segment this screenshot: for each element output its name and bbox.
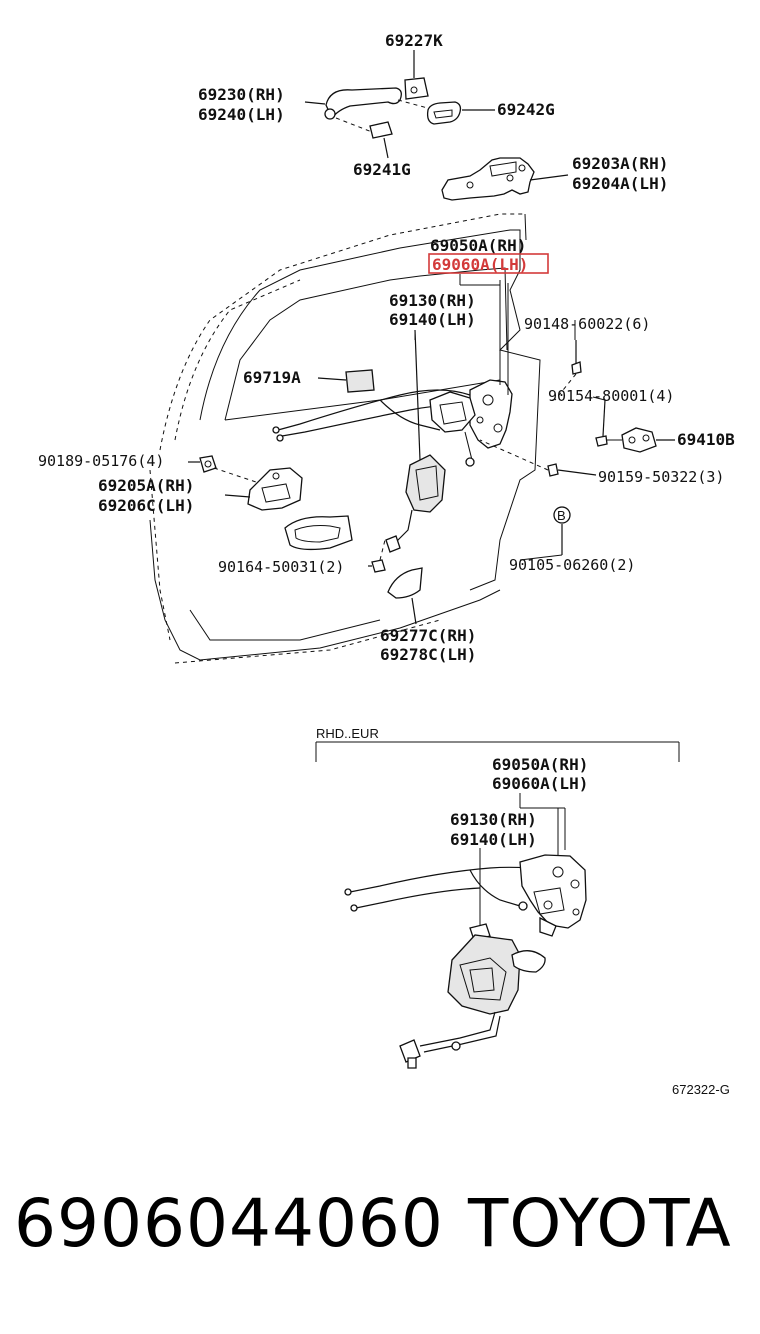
- label-69205A: 69205A(RH): [98, 476, 194, 495]
- part-labels: 69227K 69230(RH) 69240(LH) 69242G 69241G…: [38, 31, 735, 664]
- weather-plate-part: [317, 369, 375, 393]
- handle-cover-part: [387, 567, 423, 625]
- label-69050A: 69050A(RH): [430, 236, 526, 255]
- label-69227K: 69227K: [385, 31, 443, 50]
- label-69410B: 69410B: [677, 430, 735, 449]
- highlight-box: [428, 253, 549, 274]
- label-69130: 69130(RH): [389, 291, 476, 310]
- label-69278C: 69278C(LH): [380, 645, 476, 664]
- label-69204A: 69204A(LH): [572, 174, 668, 193]
- inset-label-69140: 69140(LH): [450, 830, 537, 849]
- inset-label-69130: 69130(RH): [450, 810, 537, 829]
- label-90189: 90189-05176(4): [38, 452, 164, 470]
- label-69206C: 69206C(LH): [98, 496, 194, 515]
- label-69240: 69240(LH): [198, 105, 285, 124]
- screw-90159: [479, 439, 597, 477]
- label-90159: 90159-50322(3): [598, 468, 724, 486]
- figure-code: 672322-G: [672, 1082, 730, 1097]
- handle-frame-part: [441, 157, 535, 201]
- door-outline: [149, 213, 541, 664]
- clip-b-part: B: [553, 506, 571, 555]
- label-90164: 90164-50031(2): [218, 558, 344, 576]
- bolt-90148: [554, 340, 582, 401]
- inset-title: RHD..EUR: [316, 726, 379, 741]
- label-69719A: 69719A: [243, 368, 301, 387]
- door-striker-part: [595, 399, 675, 453]
- label-69241G: 69241G: [353, 160, 411, 179]
- label-69242G: 69242G: [497, 100, 555, 119]
- label-69203A: 69203A(RH): [572, 154, 668, 173]
- leader-lines: [414, 274, 606, 561]
- label-90105: 90105-06260(2): [509, 556, 635, 574]
- inset-rhd-eur: RHD..EUR 69050A(RH) 69060A(LH) 69130(RH)…: [315, 726, 730, 1097]
- label-69277C: 69277C(RH): [380, 626, 476, 645]
- inset-label-69050A: 69050A(RH): [492, 755, 588, 774]
- label-90148: 90148-60022(6): [524, 315, 650, 333]
- clip-b-letter: B: [557, 508, 566, 523]
- clip-90189: [188, 455, 263, 485]
- inside-handle-part: [224, 467, 303, 511]
- label-69140: 69140(LH): [389, 310, 476, 329]
- door-lock-assembly: [429, 280, 513, 467]
- handle-bezel-part: [284, 515, 353, 551]
- label-69060A: 69060A(LH): [432, 255, 528, 274]
- inset-label-69060A: 69060A(LH): [492, 774, 588, 793]
- label-69230: 69230(RH): [198, 85, 285, 104]
- outside-handle-group: [304, 50, 569, 201]
- part-number-text: 6906044060: [14, 1185, 444, 1262]
- lock-actuator-part: [385, 329, 446, 553]
- label-90154: 90154-80001(4): [548, 387, 674, 405]
- outside-handle-part: [325, 87, 402, 120]
- brand-text: TOYOTA: [468, 1185, 732, 1262]
- handle-gasket-part: [426, 101, 462, 125]
- screw-90164: [368, 539, 386, 573]
- handle-pad-part: [369, 121, 393, 139]
